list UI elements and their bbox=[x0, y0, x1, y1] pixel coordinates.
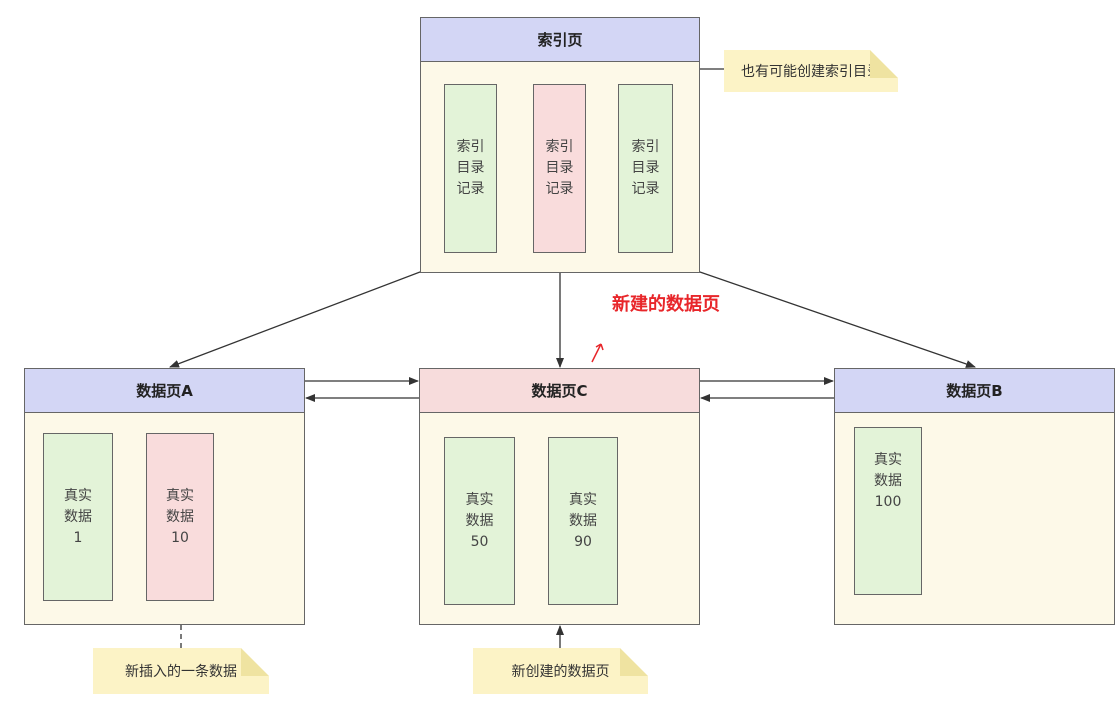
record-line: 100 bbox=[874, 493, 902, 510]
new-page-annotation: 新建的数据页 bbox=[612, 294, 720, 315]
record-line: 记录 bbox=[631, 181, 660, 197]
new-page-note: 新创建的数据页 bbox=[473, 648, 648, 694]
index-note-text: 也有可能创建索引目录 bbox=[741, 64, 881, 80]
page-a-record-1: 真实数据 1 bbox=[43, 433, 113, 601]
insert-note: 新插入的一条数据 bbox=[93, 648, 269, 694]
page-c-record-1: 真实数据 50 bbox=[444, 437, 515, 605]
record-line: 记录 bbox=[456, 181, 485, 197]
index-page-title: 索引页 bbox=[421, 18, 699, 62]
red-annotation-arrow bbox=[591, 343, 604, 363]
page-b-record-1: 真实数据 100 bbox=[854, 427, 922, 595]
data-page-c-title: 数据页C bbox=[420, 369, 699, 413]
record-line: 索引 bbox=[456, 139, 485, 155]
index-record-3: 索引目录记录 bbox=[618, 84, 673, 253]
record-line: 真实 bbox=[874, 451, 902, 468]
record-line: 真实 bbox=[64, 487, 92, 504]
data-page-b-title: 数据页B bbox=[835, 369, 1114, 413]
index-record-2: 索引目录记录 bbox=[533, 84, 586, 253]
arrow-index-to-page-b bbox=[644, 252, 976, 368]
insert-note-text: 新插入的一条数据 bbox=[125, 664, 237, 680]
new-page-note-text: 新创建的数据页 bbox=[511, 664, 610, 680]
record-line: 1 bbox=[73, 529, 83, 546]
record-line: 数据 bbox=[166, 508, 194, 525]
index-record-1: 索引目录记录 bbox=[444, 84, 497, 253]
record-line: 数据 bbox=[569, 512, 597, 529]
record-line: 数据 bbox=[465, 512, 494, 529]
record-line: 50 bbox=[470, 533, 489, 550]
record-line: 数据 bbox=[874, 472, 902, 489]
data-page-a-title: 数据页A bbox=[25, 369, 304, 413]
record-line: 目录 bbox=[545, 160, 574, 176]
index-note: 也有可能创建索引目录 bbox=[724, 50, 898, 92]
record-line: 索引 bbox=[545, 139, 574, 155]
record-line: 索引 bbox=[631, 139, 660, 155]
record-line: 真实 bbox=[465, 491, 494, 508]
record-line: 目录 bbox=[456, 160, 485, 176]
record-line: 真实 bbox=[569, 491, 597, 508]
record-line: 真实 bbox=[166, 487, 194, 504]
record-line: 目录 bbox=[631, 160, 660, 176]
page-a-record-2: 真实数据 10 bbox=[146, 433, 214, 601]
record-line: 数据 bbox=[64, 508, 92, 525]
record-line: 10 bbox=[171, 529, 189, 546]
record-line: 记录 bbox=[545, 181, 574, 197]
record-line: 90 bbox=[574, 533, 592, 550]
page-c-record-2: 真实数据 90 bbox=[548, 437, 618, 605]
